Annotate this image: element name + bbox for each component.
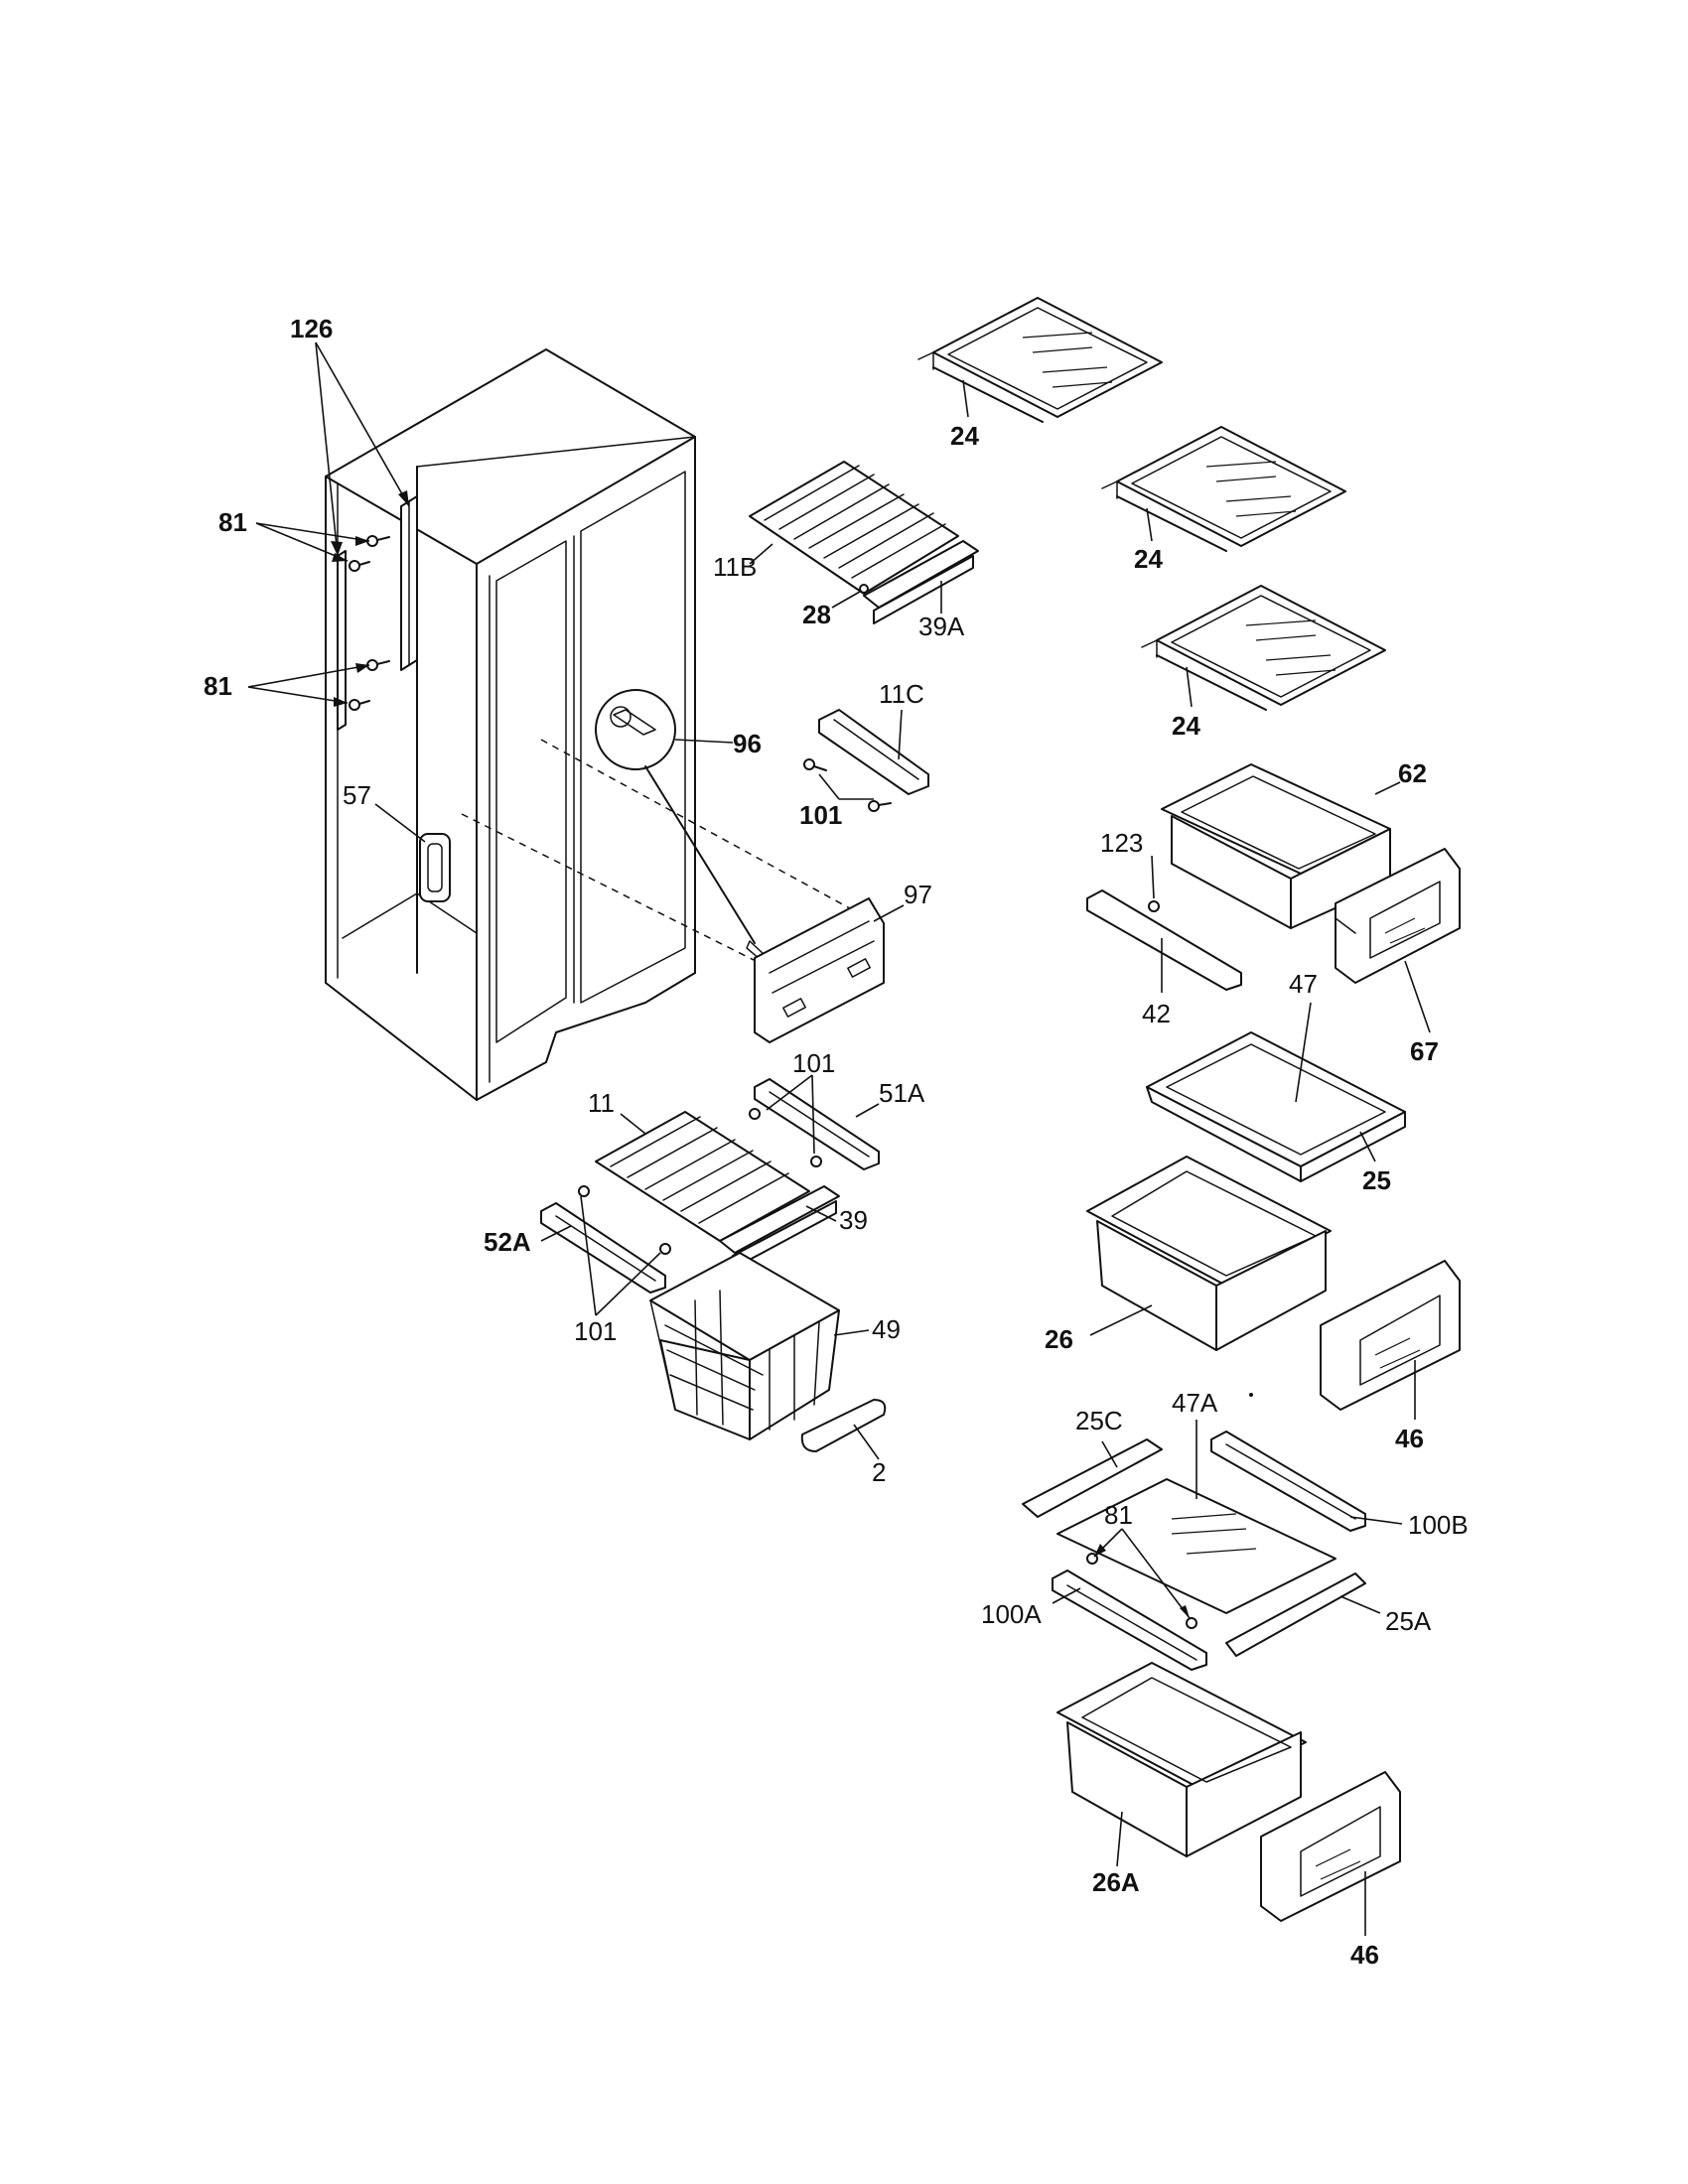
part-11B-shelf — [749, 461, 979, 624]
label-46-b: 46 — [1350, 1940, 1379, 1970]
label-52A: 52A — [484, 1227, 531, 1257]
label-62: 62 — [1398, 758, 1427, 788]
label-2: 2 — [872, 1457, 886, 1487]
label-11: 11 — [588, 1088, 615, 1118]
part-67-front — [1335, 848, 1461, 984]
label-39A: 39A — [918, 612, 965, 641]
label-24-b: 24 — [1134, 544, 1163, 574]
part-100B-bracket — [1210, 1431, 1366, 1532]
callout-labels: 126 81 81 57 11B 28 39A 11C 96 101 97 10… — [204, 314, 1469, 1970]
part-24-shelf-c — [1141, 585, 1386, 711]
part-51A-bracket — [749, 1078, 880, 1170]
label-26: 26 — [1045, 1324, 1073, 1354]
label-28: 28 — [802, 600, 831, 629]
part-57-handle — [419, 833, 451, 902]
label-11B: 11B — [713, 552, 757, 582]
label-42: 42 — [1142, 999, 1171, 1028]
label-24-c: 24 — [1172, 711, 1200, 741]
part-42-rail — [1086, 889, 1242, 991]
label-47A: 47A — [1172, 1388, 1218, 1418]
part-47A-glass — [1056, 1478, 1336, 1614]
part-96-detail — [595, 689, 766, 960]
label-25C: 25C — [1075, 1406, 1123, 1435]
part-24-shelf-a — [917, 297, 1163, 423]
part-62-crisper — [1161, 763, 1391, 929]
part-11C-bracket — [803, 709, 929, 812]
label-97: 97 — [904, 880, 932, 909]
label-26A: 26A — [1092, 1867, 1140, 1897]
label-101-mid: 101 — [799, 800, 842, 830]
part-11-shelf — [595, 1111, 840, 1270]
label-51A: 51A — [879, 1078, 925, 1108]
projection-lines — [461, 739, 860, 969]
part-46-front-b — [1260, 1771, 1401, 1922]
part-52A-bracket — [540, 1185, 671, 1294]
leader-lines — [247, 341, 1431, 1936]
label-39: 39 — [839, 1205, 868, 1235]
stray-dot — [1249, 1393, 1253, 1397]
label-46-a: 46 — [1395, 1424, 1424, 1453]
part-49-basket — [649, 1252, 840, 1440]
part-126-strip — [400, 495, 418, 671]
label-57: 57 — [343, 780, 371, 810]
label-81-low: 81 — [1104, 1500, 1133, 1530]
label-25: 25 — [1362, 1165, 1391, 1195]
label-47: 47 — [1289, 969, 1318, 999]
part-25C-rail — [1022, 1438, 1163, 1518]
label-96: 96 — [733, 729, 762, 758]
part-81-strip — [337, 535, 390, 731]
part-46-front-a — [1320, 1260, 1461, 1411]
part-97-panel — [754, 897, 885, 1043]
part-26-crisper — [1086, 1156, 1332, 1351]
label-123: 123 — [1100, 828, 1143, 858]
label-101-low: 101 — [574, 1316, 617, 1346]
label-49: 49 — [872, 1314, 901, 1344]
label-25A: 25A — [1385, 1606, 1432, 1636]
part-25A-rail — [1225, 1572, 1366, 1657]
part-24-shelf-b — [1101, 426, 1346, 552]
label-81-mid: 81 — [204, 671, 232, 701]
part-26A-crisper — [1056, 1662, 1307, 1857]
label-67: 67 — [1410, 1036, 1439, 1066]
label-11C: 11C — [879, 679, 924, 709]
refrigerator-cabinet — [325, 348, 696, 1101]
label-101-51A: 101 — [792, 1048, 835, 1078]
label-100B: 100B — [1408, 1510, 1469, 1540]
part-25-shelf — [1146, 1031, 1406, 1182]
label-100A: 100A — [981, 1599, 1042, 1629]
part-2-handle — [800, 1399, 887, 1452]
label-126: 126 — [290, 314, 333, 343]
label-81-top: 81 — [218, 507, 247, 537]
label-24-a: 24 — [950, 421, 979, 451]
